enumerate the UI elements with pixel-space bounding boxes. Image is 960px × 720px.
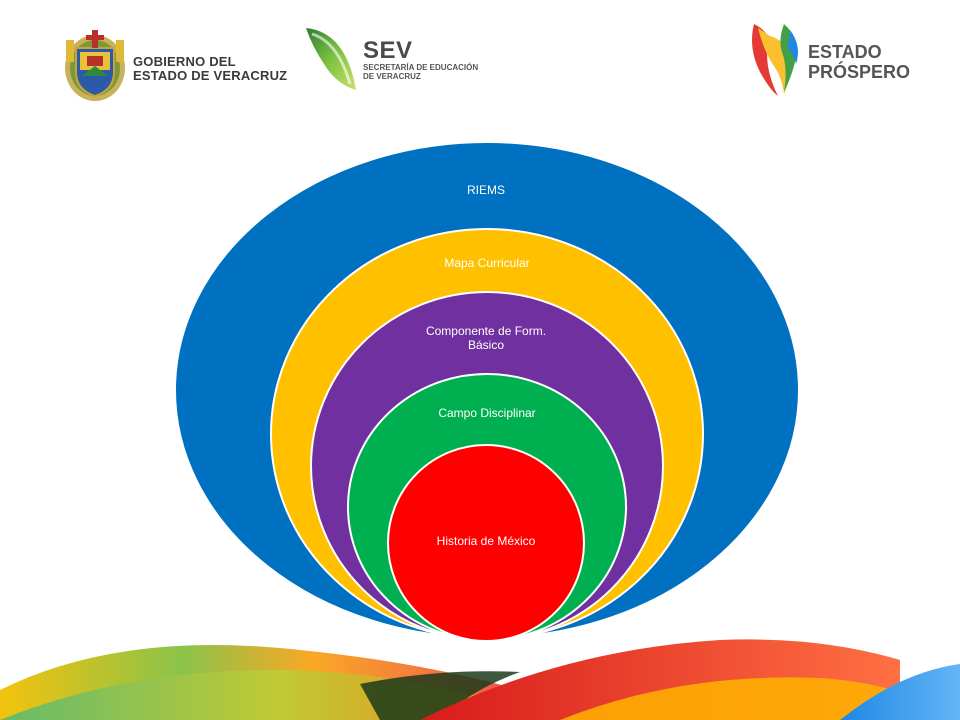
gobierno-line1: GOBIERNO DEL — [133, 54, 236, 69]
sev-leaf-icon — [306, 28, 356, 90]
label-componente-line2: Básico — [467, 337, 505, 352]
ep-line1: ESTADO — [808, 42, 882, 62]
estado-prospero-logo-text: ESTADO PRÓSPERO — [808, 42, 911, 83]
sev-sub-line2: DE VERACRUZ — [363, 72, 421, 82]
ep-line2: PRÓSPERO — [808, 61, 911, 82]
label-componente-basico: Componente de Form. Básico — [425, 324, 547, 353]
gobierno-line2: ESTADO DE VERACRUZ — [133, 67, 288, 83]
label-mapa-curricular: Mapa Curricular — [444, 256, 530, 270]
gobierno-veracruz-logo-text: GOBIERNO DEL ESTADO DE VERACRUZ — [133, 55, 287, 82]
estado-prospero-flame-icon — [752, 24, 798, 96]
label-riems: RIEMS — [466, 183, 506, 197]
veracruz-coat-of-arms-icon — [65, 30, 125, 101]
sev-subtitle: SECRETARÍA DE EDUCACIÓN DE VERACRUZ — [363, 63, 478, 81]
label-historia-mexico: Historia de México — [436, 534, 536, 548]
label-componente-line1: Componente de Form. — [425, 324, 547, 338]
sev-title: SEV — [363, 37, 413, 64]
label-campo-disciplinar: Campo Disciplinar — [438, 406, 536, 420]
sev-sub-line1: SECRETARÍA DE EDUCACIÓN — [363, 63, 479, 72]
